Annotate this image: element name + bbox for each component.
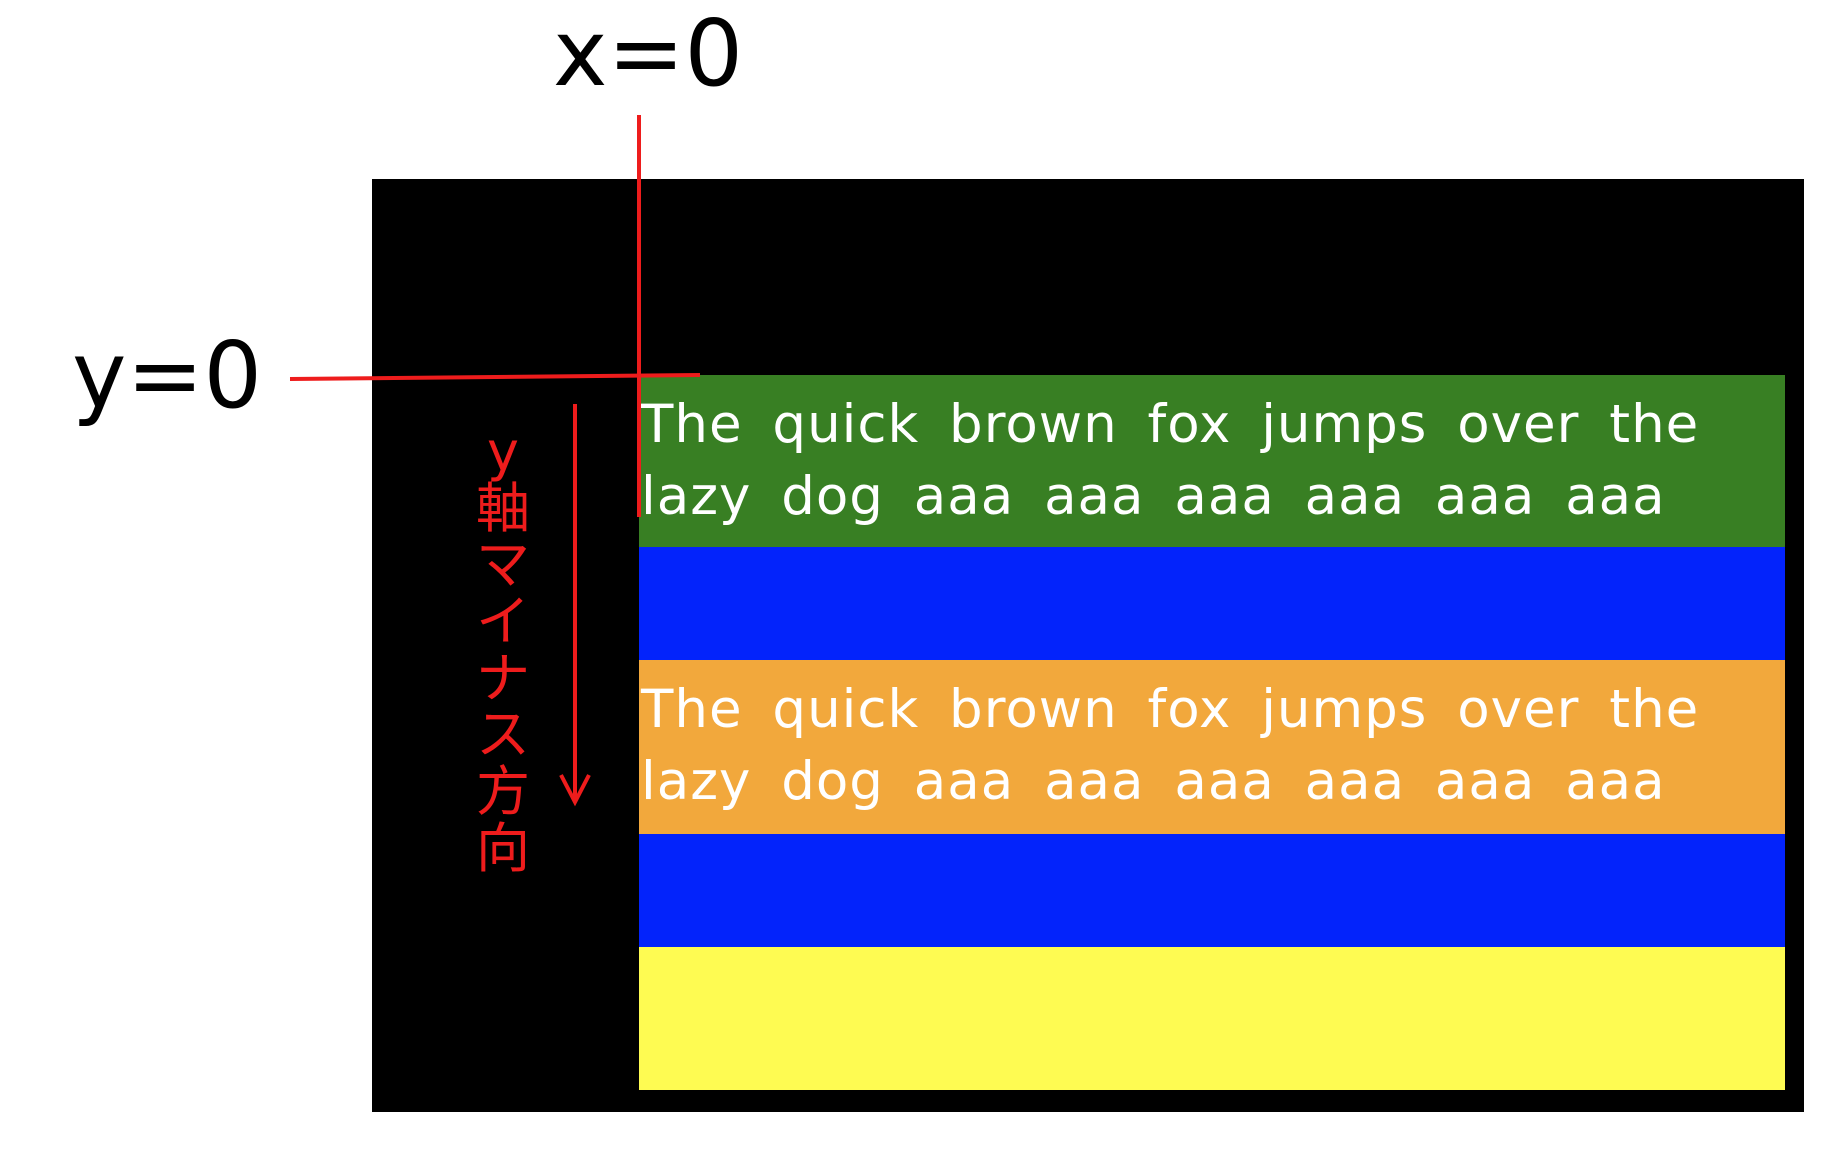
y-origin-label: y=0 [72,322,263,429]
blue-band-1 [639,547,1785,660]
orange-text-band: The quick brown fox jumps over the lazy … [639,660,1785,834]
blue-band-2 [639,834,1785,947]
x-origin-label: x=0 [553,0,744,107]
yellow-band [639,947,1785,1090]
green-text-band: The quick brown fox jumps over the lazy … [639,375,1785,547]
black-canvas: The quick brown fox jumps over the lazy … [372,179,1804,1112]
y-negative-direction-label: y軸マイナス方向 [476,420,530,880]
